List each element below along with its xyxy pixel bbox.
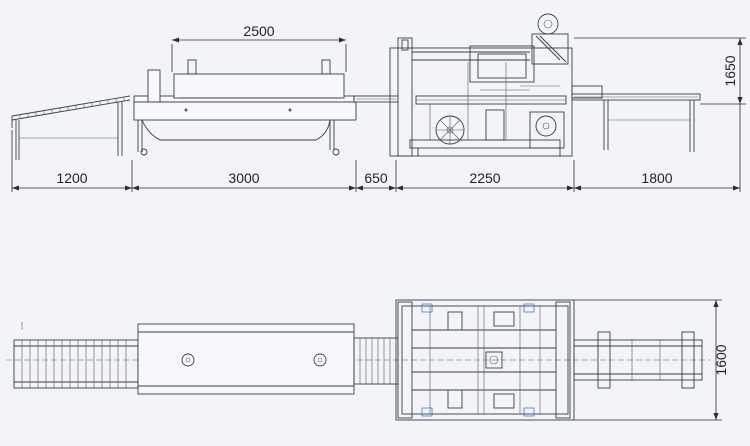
dimension-label-2500: 2500 [243, 23, 274, 39]
sealing-machine-side [389, 13, 573, 157]
dimension-label-1200: 1200 [56, 170, 87, 186]
transfer-conveyor-plan [353, 337, 399, 385]
dimension-label-1650: 1650 [722, 55, 738, 86]
dimension-chain [11, 104, 741, 192]
dimension-1600 [574, 299, 722, 421]
dimension-label-2250: 2250 [469, 170, 500, 186]
outfeed-conveyor-plan [573, 331, 703, 389]
dimension-2500 [171, 37, 347, 72]
outfeed-conveyor-side [571, 85, 701, 152]
infeed-conveyor-plan [13, 339, 139, 389]
dimension-label-1600: 1600 [713, 344, 729, 375]
shrink-tunnel-side [133, 59, 357, 156]
infeed-conveyor-side [11, 95, 131, 160]
side-elevation: 2500 1650 1200 3000 650 2250 1800 [11, 13, 746, 192]
dimension-label-3000: 3000 [228, 170, 259, 186]
transfer-conveyor-side [353, 95, 399, 103]
dimension-1650 [574, 37, 746, 105]
sealing-machine-plan [395, 299, 575, 421]
plan-view: 1600 [6, 299, 729, 421]
dimension-label-1800: 1800 [641, 170, 672, 186]
shrink-tunnel-plan [137, 323, 355, 395]
dimension-label-650: 650 [364, 170, 388, 186]
